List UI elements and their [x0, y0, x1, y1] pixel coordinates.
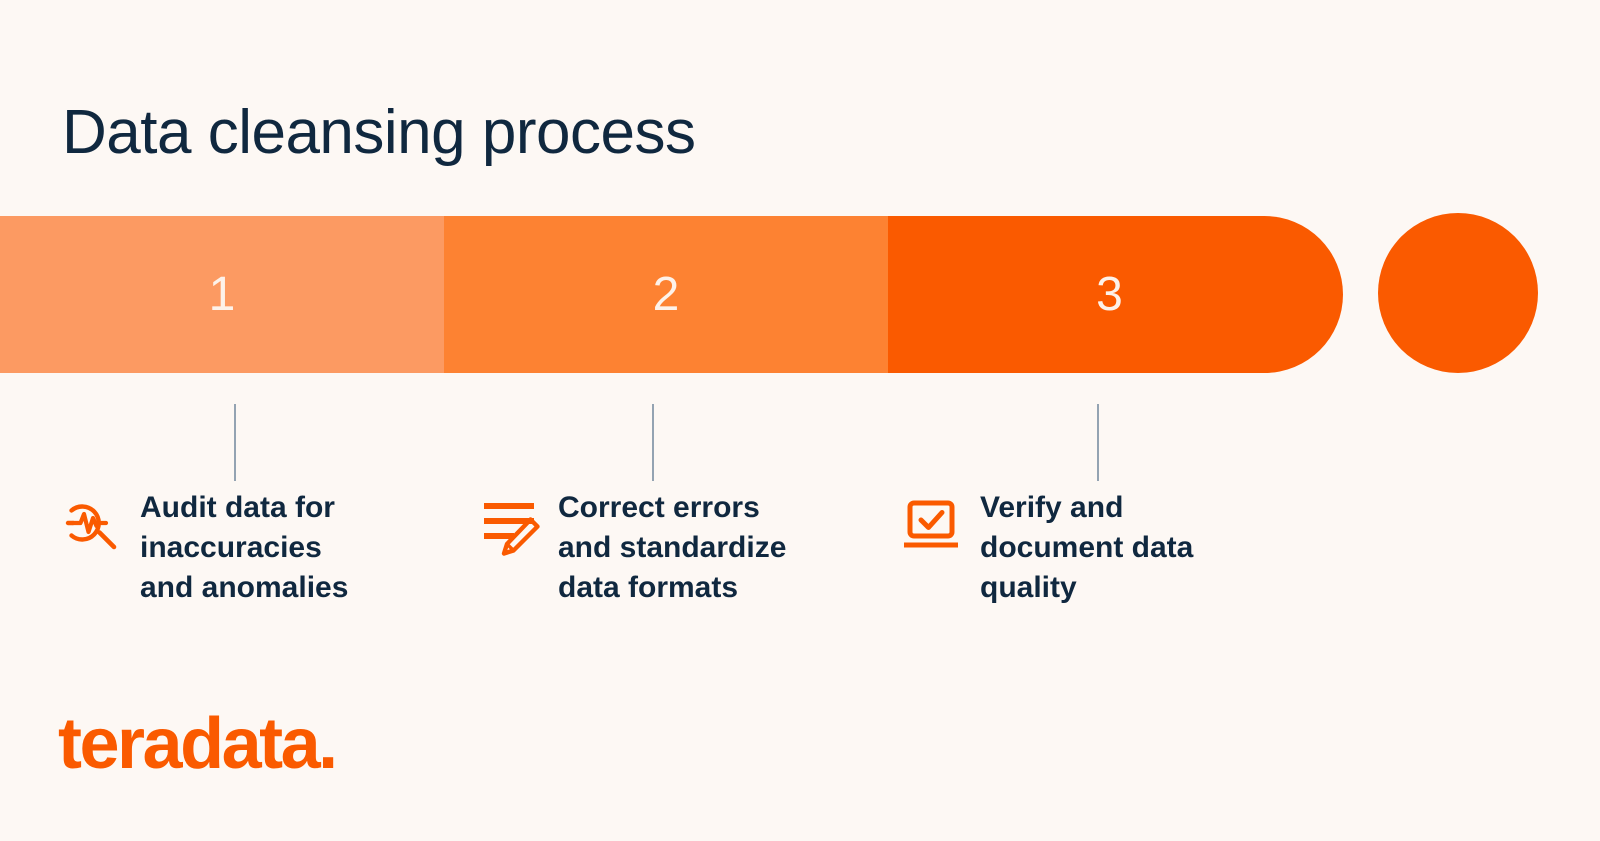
teradata-logo: teradata.: [58, 704, 338, 784]
segment-number-1: 1: [208, 267, 236, 321]
step-item-2: Correct errors and standardize data form…: [478, 488, 786, 608]
step-item-1: Audit data for inaccuracies and anomalie…: [60, 488, 348, 608]
progress-segment-3: 3: [888, 216, 1343, 373]
step-label-2: Correct errors and standardize data form…: [558, 491, 787, 604]
edit-list-pencil-icon: [478, 494, 540, 556]
progress-end-dot-icon: [1378, 213, 1538, 373]
progress-bar: 1 2 3: [0, 216, 1343, 373]
magnifier-pulse-icon: [60, 492, 122, 554]
step-item-3: Verify and document data quality: [900, 488, 1193, 608]
progress-segment-1: 1: [0, 216, 444, 373]
step-label-3: Verify and document data quality: [980, 491, 1194, 604]
segment-number-3: 3: [1096, 267, 1123, 321]
segment-number-2: 2: [652, 267, 680, 321]
connector-line-2: [652, 404, 654, 481]
progress-segment-2: 2: [444, 216, 888, 373]
connector-line-3: [1097, 404, 1099, 481]
laptop-check-icon: [900, 494, 962, 556]
connector-line-1: [234, 404, 236, 481]
step-label-1: Audit data for inaccuracies and anomalie…: [140, 491, 349, 604]
page-title: Data cleansing process: [62, 97, 696, 167]
